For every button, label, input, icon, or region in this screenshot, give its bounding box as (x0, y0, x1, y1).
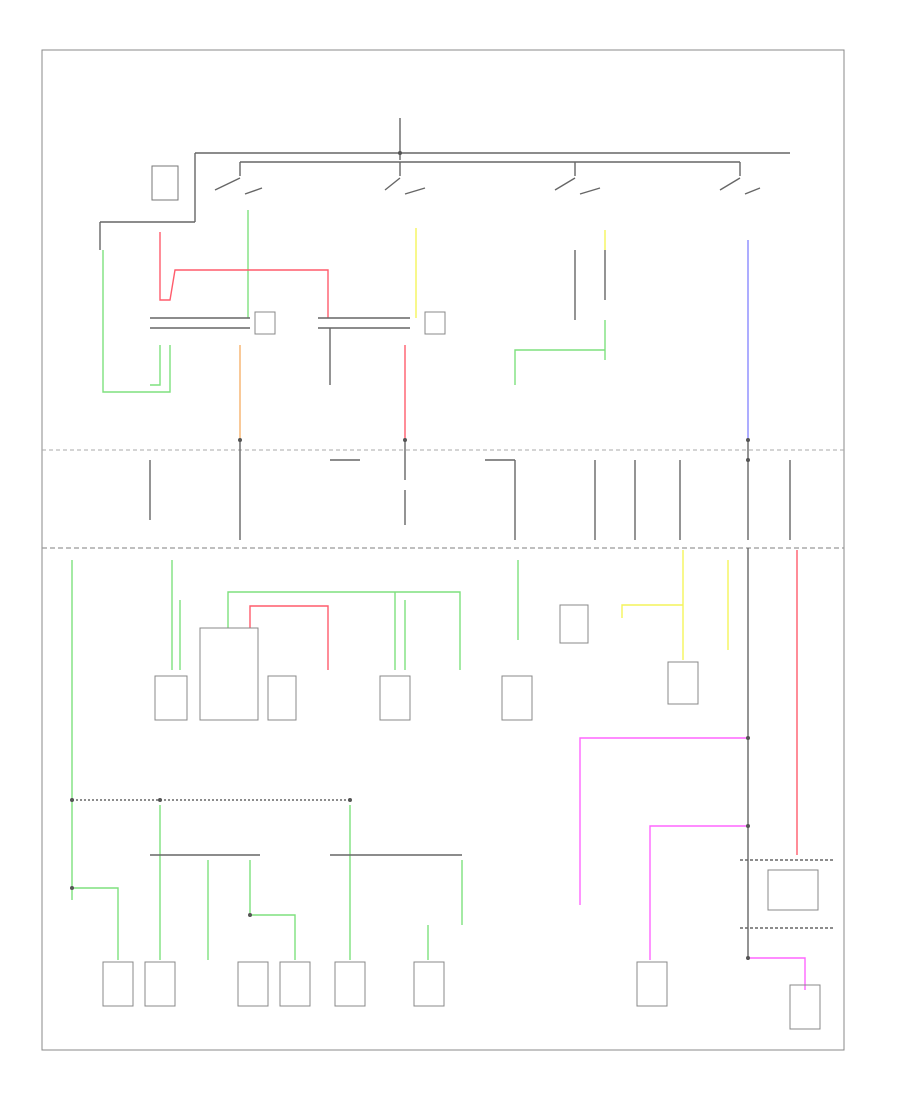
diagram-frame (41, 49, 845, 1051)
fuse-row (149, 440, 791, 540)
components (102, 604, 821, 1030)
main-power-feed (99, 118, 790, 250)
upper-relays (254, 311, 446, 335)
ignition-switch-contacts (151, 165, 761, 201)
bottom-wires (72, 737, 835, 990)
middle-wires (71, 548, 798, 960)
junction-dots (70, 151, 750, 960)
upper-wires (102, 210, 749, 440)
